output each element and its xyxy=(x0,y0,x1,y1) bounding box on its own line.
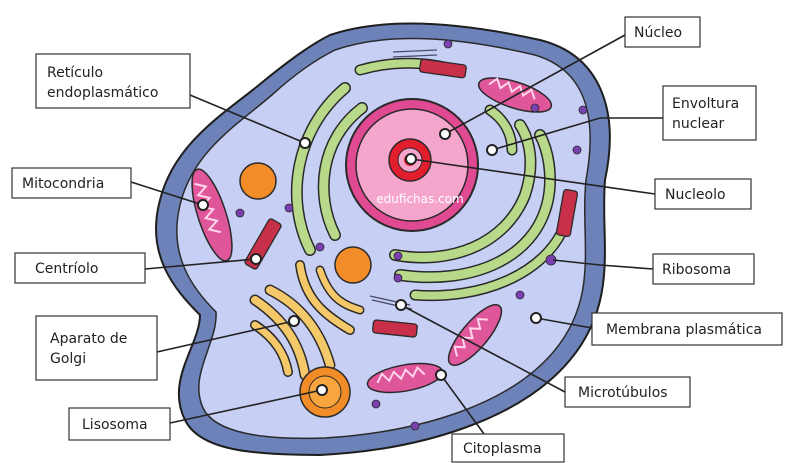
label-centriolo-text: Centríolo xyxy=(35,261,98,277)
label-ribosoma: Ribosoma xyxy=(653,254,754,284)
label-envoltura-line1: Envoltura xyxy=(672,96,739,112)
label-membrana-text: Membrana plasmática xyxy=(606,322,762,338)
label-golgi-line1: Aparato de xyxy=(50,331,127,347)
label-envoltura: Envoltura nuclear xyxy=(663,86,756,140)
dot-lisosoma xyxy=(317,385,327,395)
label-envoltura-line2: nuclear xyxy=(672,116,725,132)
dot-citoplasma xyxy=(436,370,446,380)
dot-microtubulos xyxy=(396,300,406,310)
label-lisosoma-text: Lisosoma xyxy=(82,417,148,433)
label-mitocondria: Mitocondria xyxy=(12,168,131,198)
dot-reticulo xyxy=(300,138,310,148)
label-citoplasma-text: Citoplasma xyxy=(463,441,542,457)
label-reticulo-line2: endoplasmático xyxy=(47,85,158,101)
label-nucleo-text: Núcleo xyxy=(634,25,682,41)
label-lisosoma: Lisosoma xyxy=(69,408,170,440)
label-mitocondria-text: Mitocondria xyxy=(22,176,104,192)
label-citoplasma: Citoplasma xyxy=(452,434,564,462)
label-nucleolo: Nucleolo xyxy=(655,179,751,209)
dot-membrana xyxy=(531,313,541,323)
label-microtubulos: Microtúbulos xyxy=(565,377,690,407)
label-reticulo: Retículo endoplasmático xyxy=(36,54,190,108)
label-membrana: Membrana plasmática xyxy=(592,313,782,345)
dot-nucleolo xyxy=(406,154,416,164)
dot-centriolo xyxy=(251,254,261,264)
dot-mitocondria xyxy=(198,200,208,210)
label-microtubulos-text: Microtúbulos xyxy=(578,385,668,401)
label-ribosoma-text: Ribosoma xyxy=(662,262,731,278)
label-nucleolo-text: Nucleolo xyxy=(665,187,726,203)
label-golgi: Aparato de Golgi xyxy=(36,316,157,380)
label-centriolo: Centríolo xyxy=(15,253,145,283)
label-nucleo: Núcleo xyxy=(625,17,700,47)
dot-nucleo xyxy=(440,129,450,139)
watermark: edufichas.com xyxy=(376,192,463,206)
label-golgi-line2: Golgi xyxy=(50,351,86,367)
dot-golgi xyxy=(289,316,299,326)
label-reticulo-line1: Retículo xyxy=(47,65,103,81)
dot-envoltura xyxy=(487,145,497,155)
